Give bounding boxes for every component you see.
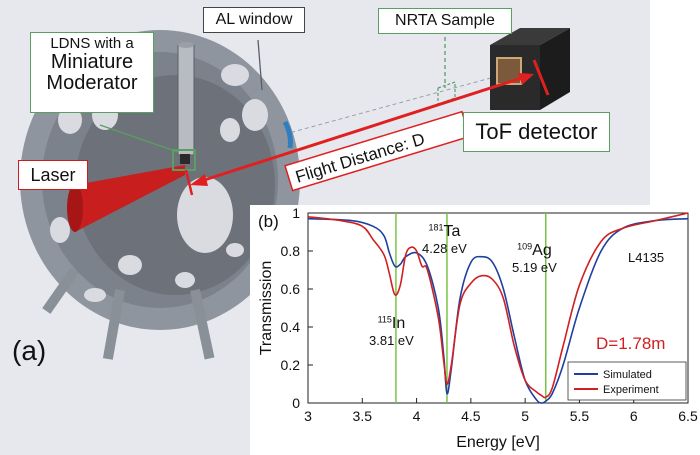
ldns-label: LDNS with a Miniature Moderator [30, 32, 154, 113]
x-tick-label-6: 6 [630, 408, 638, 424]
peak-in-energy: 3.81 eV [369, 333, 414, 349]
peak-ag-isotope: 109 [517, 241, 533, 252]
peak-ag-element: Ag [532, 242, 552, 259]
legend-label-simulated: Simulated [603, 369, 652, 381]
x-axis-title: Energy [eV] [456, 434, 540, 451]
legend-label-experiment: Experiment [603, 384, 659, 396]
plot-frame [307, 212, 689, 404]
x-tick-label-0: 3 [304, 408, 312, 424]
panel-b-label: (b) [258, 212, 279, 231]
y-tick-label-4: 0.8 [281, 243, 301, 259]
y-tick-label-0: 0 [292, 395, 300, 411]
x-tick-label-7: 6.5 [678, 408, 698, 424]
y-tick-label-5: 1 [292, 205, 300, 221]
x-tick-label-4: 5 [521, 408, 529, 424]
nrta-sample-label: NRTA Sample [378, 8, 512, 34]
y-tick-label-2: 0.4 [281, 319, 301, 335]
flight-distance-arrow [190, 73, 534, 186]
legend-box [567, 361, 687, 401]
sample-id-label: L4135 [628, 250, 665, 265]
laser-cone [75, 165, 185, 232]
peak-in-element: In [391, 315, 406, 332]
series-line-simulated [307, 217, 689, 404]
tof-detector-label: ToF detector [463, 112, 610, 152]
x-tick-label-3: 4.5 [461, 408, 481, 424]
peak-in-isotope: 115 [377, 314, 392, 325]
peak-label-ta: 181Ta 4.28 eV [422, 222, 467, 257]
ldns-highlight-box [172, 149, 196, 171]
panel-a-label: (a) [12, 335, 47, 366]
nrta-sample-outline [437, 81, 456, 105]
peak-label-ag: 109Ag 5.19 eV [512, 241, 557, 276]
x-tick-label-2: 4 [413, 408, 421, 424]
tof-detector-cube [490, 28, 570, 110]
laser-label: Laser [18, 160, 88, 190]
y-axis-title: Transmission [258, 261, 275, 356]
distance-annotation: D=1.78m [596, 334, 666, 353]
y-tick-label-1: 0.2 [281, 357, 301, 373]
y-tick-label-3: 0.6 [281, 281, 301, 297]
chart-panel-background [250, 205, 700, 455]
peak-ta-element: Ta [443, 223, 461, 240]
peak-ta-energy: 4.28 eV [422, 241, 467, 257]
series-line-experiment [307, 212, 689, 399]
x-tick-label-1: 3.5 [353, 408, 373, 424]
al-window-label: AL window [203, 7, 305, 33]
peak-label-in: 115In 3.81 eV [369, 314, 414, 349]
ldns-label-line2: Miniature [50, 50, 134, 73]
peak-ag-energy: 5.19 eV [512, 260, 557, 276]
peak-ta-isotope: 181 [428, 222, 444, 233]
detector-red-marker [532, 59, 550, 96]
x-tick-label-5: 5.5 [570, 408, 590, 424]
ldns-label-line3: Moderator [46, 71, 138, 94]
ldns-label-line1: LDNS with a [50, 35, 134, 52]
